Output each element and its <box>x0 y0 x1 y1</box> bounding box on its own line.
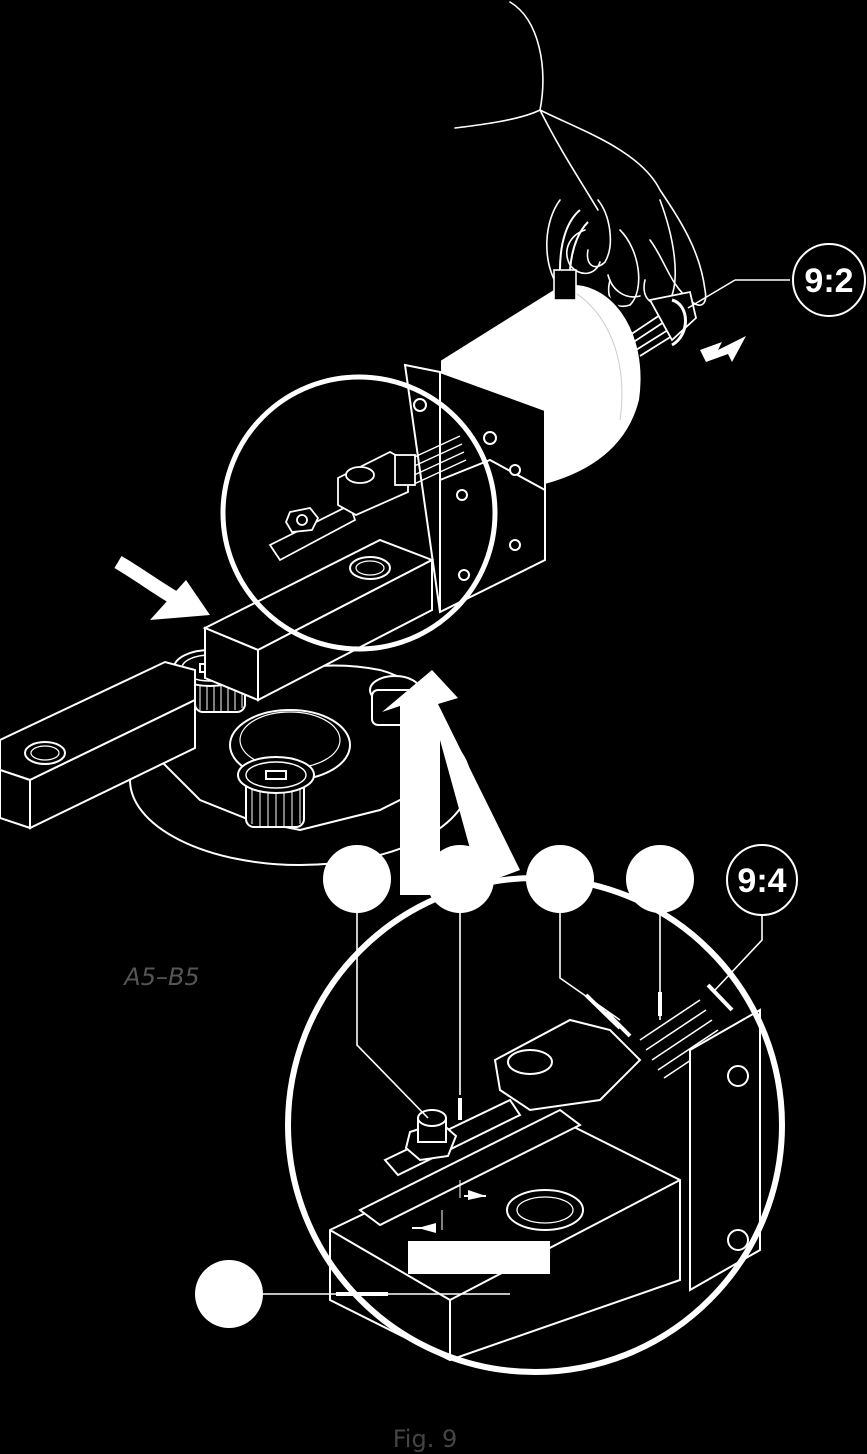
base-bar <box>0 660 196 830</box>
callout-circle-4 <box>626 845 694 913</box>
callout-circle-3 <box>526 845 594 913</box>
callout-9-4-label: 9:4 <box>737 862 786 900</box>
arrow-9-2 <box>700 336 746 362</box>
tick-marks <box>336 983 734 1296</box>
gap-arrows <box>412 1180 486 1233</box>
callout-circle-1 <box>323 845 391 913</box>
curved-arrow <box>114 555 210 620</box>
hand-illustration <box>454 1 707 307</box>
callout-9-2-label: 9:2 <box>804 262 853 300</box>
figure-caption: Fig. 9 <box>393 1425 458 1453</box>
callout-9-4: 9:4 <box>726 844 798 916</box>
callout-circle-5 <box>195 1260 263 1328</box>
callout-circle-2 <box>426 845 494 913</box>
linkage-detail <box>268 435 467 562</box>
dimension-label-box <box>408 1241 550 1274</box>
magnify-arrow <box>382 670 520 895</box>
cable-connector <box>553 209 589 301</box>
variant-label: A5–B5 <box>122 963 199 991</box>
detail-circle-upper <box>220 374 498 652</box>
callout-9-2: 9:2 <box>687 243 866 317</box>
mounting-block <box>403 363 546 614</box>
detail-circle-lower-content <box>329 999 761 1362</box>
adjusting-screw <box>629 290 697 357</box>
slide-bar <box>202 538 435 702</box>
